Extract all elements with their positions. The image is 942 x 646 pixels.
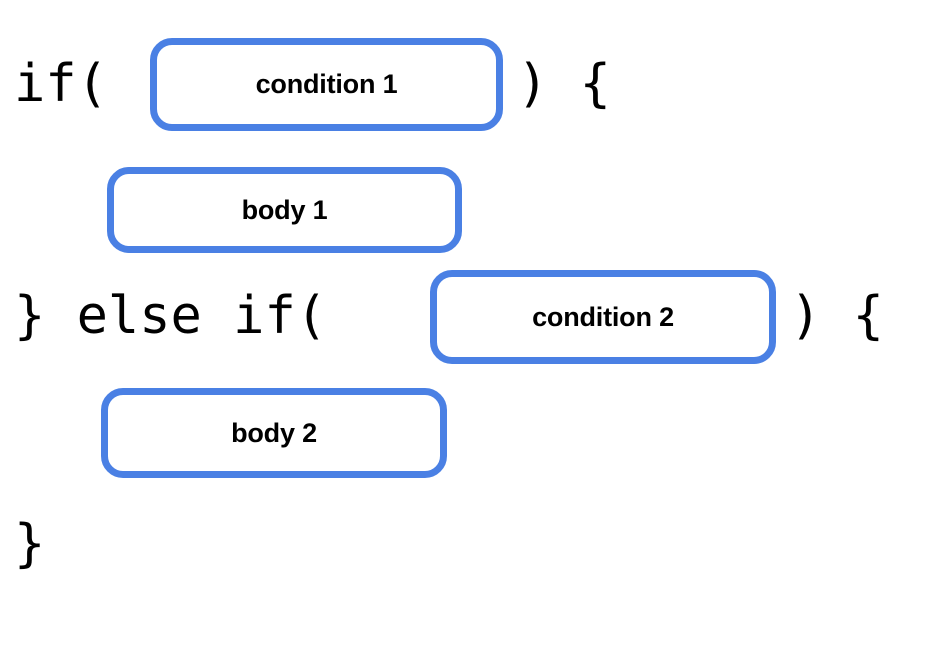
- slot-condition-2-label: condition 2: [532, 301, 674, 332]
- slot-condition-2[interactable]: condition 2: [430, 270, 776, 364]
- code-text-block-close: }: [14, 514, 46, 574]
- slot-body-2-label: body 2: [231, 417, 317, 448]
- code-text-if-close: ) {: [517, 54, 611, 114]
- slot-condition-1-label: condition 1: [255, 69, 398, 99]
- code-text-else-if-open: } else if(: [14, 286, 328, 346]
- slot-condition-1[interactable]: condition 1: [150, 38, 503, 131]
- slot-body-2[interactable]: body 2: [101, 388, 447, 478]
- slot-body-1[interactable]: body 1: [107, 167, 462, 253]
- code-text-if-open: if(: [14, 54, 108, 114]
- code-text-else-if-close: ) {: [790, 286, 884, 346]
- slot-body-1-label: body 1: [241, 194, 328, 225]
